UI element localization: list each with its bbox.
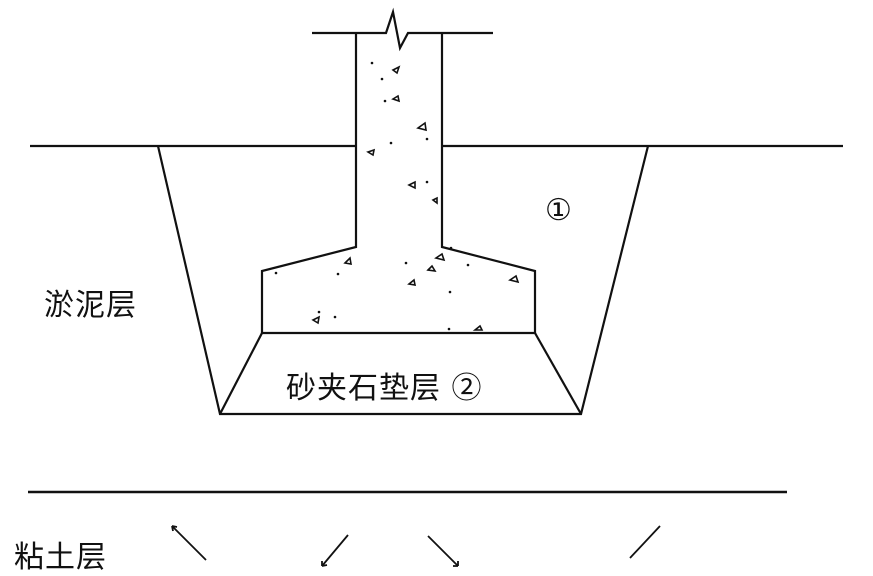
trench-outline xyxy=(156,145,650,416)
footing-outline xyxy=(260,34,537,335)
cushion-right-slope xyxy=(534,332,582,415)
gravel-cushion-label: 砂夹石垫层 ② xyxy=(286,371,483,406)
clay-hatching xyxy=(171,525,661,567)
silt-layer-label: 淤泥层 xyxy=(44,288,137,323)
cushion-left-slope xyxy=(219,332,263,415)
concrete-aggregate xyxy=(311,65,520,331)
backfill-marker: ① xyxy=(545,193,572,228)
column-break-symbol xyxy=(312,7,493,52)
clay-layer-label: 粘土层 xyxy=(14,540,107,575)
